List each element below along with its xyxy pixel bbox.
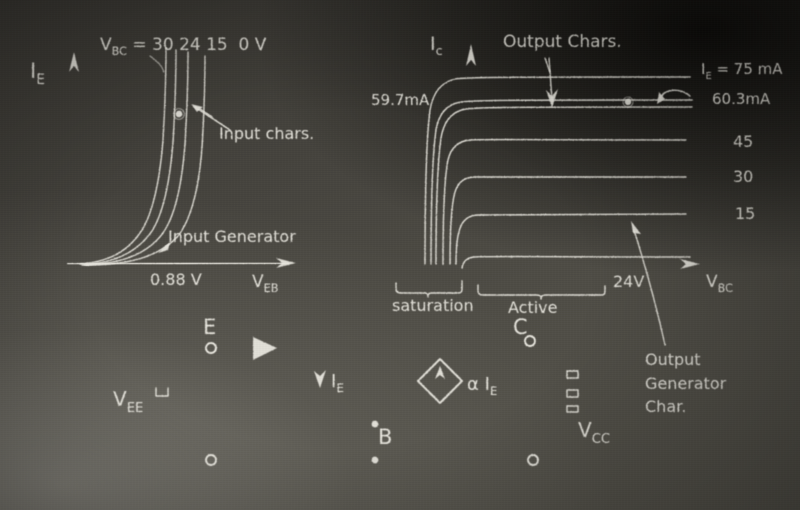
output-characteristics-chart: [391, 44, 700, 346]
collector-terminal-label: C: [513, 315, 528, 339]
input-curve-ticks: [165, 61, 206, 71]
input-generator-annotation: Input Generator: [168, 227, 296, 246]
base-node: [319, 420, 441, 464]
vcc-battery-symbol: [555, 370, 592, 461]
emitter-bottom-node: [205, 454, 217, 466]
input-chars-annotation: Input chars.: [219, 124, 314, 143]
input-curves: [79, 47, 206, 266]
output-chart-x-tick-label: 24V: [613, 272, 644, 291]
output-generator-annotation-arrow: [631, 221, 666, 346]
collector-bottom-node: [527, 454, 539, 466]
emitter-diode-symbol: [253, 332, 321, 364]
output-chart-title: Output Chars.: [503, 32, 622, 52]
input-chart-y-axis: [69, 52, 79, 279]
output-chart-y-axis: [466, 44, 476, 273]
output-curve-label-603: 60.3mA: [712, 90, 771, 108]
output-generator-annotation-line2: Generator: [645, 374, 727, 393]
output-generator-annotation-line1: Output: [645, 350, 701, 369]
output-generator-annotation-line3: Char.: [645, 397, 686, 416]
dependent-current-source: [417, 340, 463, 425]
output-curve-label-15: 15: [735, 204, 755, 223]
output-chart-y-axis-label: Ic: [430, 33, 443, 58]
input-operating-point: [175, 110, 183, 118]
output-chars-arrow: [544, 57, 558, 108]
dependent-source-label: α IE: [467, 374, 497, 398]
input-curve-family-label: VBC = 30 24 15 0 V: [100, 35, 267, 58]
output-chart-y-tick-label: 59.7mA: [371, 91, 430, 109]
output-operating-point: [624, 98, 632, 106]
vee-source-label: VEE: [113, 387, 143, 416]
input-chars-arrow: [191, 104, 231, 131]
collector-branch: [439, 335, 574, 379]
output-chart-x-axis-label: VBC: [706, 272, 733, 295]
emitter-terminal-label: E: [203, 315, 216, 339]
collector-return-wire: [374, 454, 574, 466]
collector-terminal-node: [524, 335, 536, 347]
active-region-label: Active: [508, 298, 558, 317]
emitter-loop: [147, 332, 376, 466]
saturation-brace: [395, 280, 463, 298]
input-chart-x-axis-label: VEB: [252, 272, 278, 295]
input-chart-x-tick-label: 0.88 V: [150, 270, 202, 289]
input-characteristics-chart: [67, 47, 296, 279]
vcc-source-label: VCC: [578, 418, 610, 447]
output-curve-label-30: 30: [733, 167, 753, 186]
output-curve-label-75: IE = 75 mA: [701, 60, 783, 82]
output-chart-x-axis: [391, 259, 700, 269]
base-terminal-label: B: [378, 425, 392, 449]
output-curve-label-45: 45: [733, 132, 753, 151]
vee-battery-symbol: [147, 380, 177, 404]
output-curves: [424, 76, 693, 269]
curve-label-pointer-arrow: [657, 89, 691, 104]
emitter-terminal-node: [205, 342, 217, 354]
saturation-region-label: saturation: [392, 296, 474, 315]
circuit-diagram: [147, 332, 592, 466]
active-brace: [477, 284, 606, 300]
emitter-current-label: IE: [331, 371, 344, 395]
input-chart-y-axis-label: IE: [30, 59, 45, 88]
